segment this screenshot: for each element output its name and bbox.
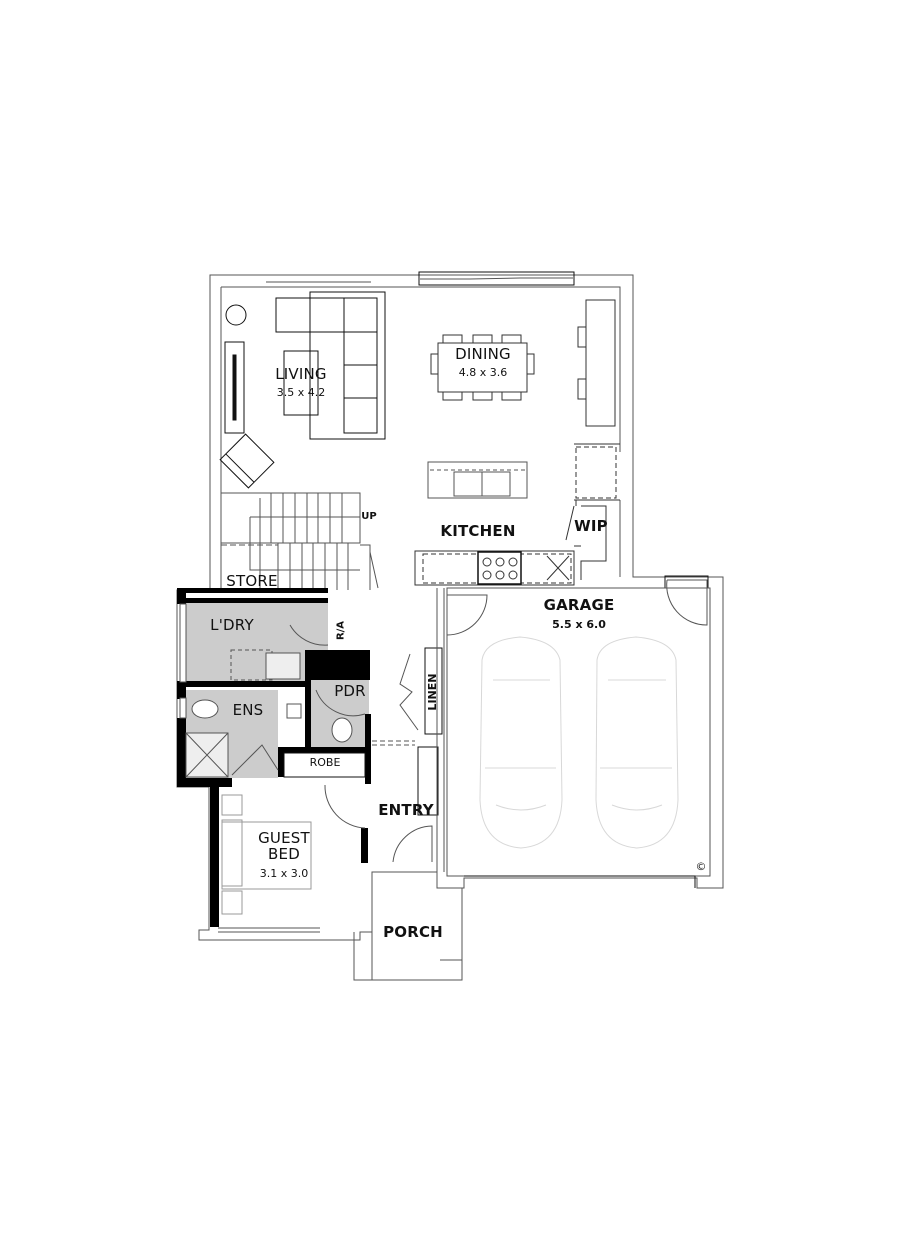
room-label-ra: R/A (335, 620, 347, 641)
room-size-garage: 5.5 x 6.0 (552, 618, 606, 631)
room-label-entry: ENTRY (378, 801, 434, 819)
room-label-living: LIVING (275, 365, 327, 383)
living-furniture (219, 291, 386, 489)
room-size-guest-bed: 3.1 x 3.0 (259, 867, 309, 880)
room-label-ensuite: ENS (232, 701, 264, 719)
solid-walls (177, 588, 371, 927)
room-label-dining: DINING (455, 345, 511, 363)
sofa-outer (309, 291, 386, 440)
room-label-linen: LINEN (425, 673, 439, 711)
room-label-laundry: L'DRY (210, 616, 254, 634)
side-table (225, 304, 247, 326)
dining-table (430, 299, 616, 427)
room-label-powder: PDR (334, 682, 366, 700)
staircase (220, 492, 379, 590)
room-label-kitchen: KITCHEN (440, 522, 516, 540)
kitchen-island (427, 461, 528, 499)
garage-cars (479, 636, 679, 849)
room-label-guest-bed-1: GUEST (258, 829, 310, 847)
room-label-guest-bed-2: BED (268, 845, 300, 863)
room-label-robe: ROBE (309, 756, 341, 769)
room-size-living: 3.5 x 4.2 (276, 386, 326, 399)
garage-symbol-icon: © (695, 860, 707, 873)
tv-unit (224, 341, 245, 434)
room-label-store: STORE (226, 572, 278, 590)
room-size-dining: 4.8 x 3.6 (458, 366, 508, 379)
laundry-floor (186, 601, 328, 681)
room-label-garage: GARAGE (543, 596, 615, 614)
coffee-table (283, 350, 319, 416)
kitchen-bench (414, 550, 575, 586)
room-label-porch: PORCH (383, 923, 443, 941)
room-label-wip: WIP (574, 517, 608, 535)
stairs-up-label: UP (361, 511, 377, 522)
